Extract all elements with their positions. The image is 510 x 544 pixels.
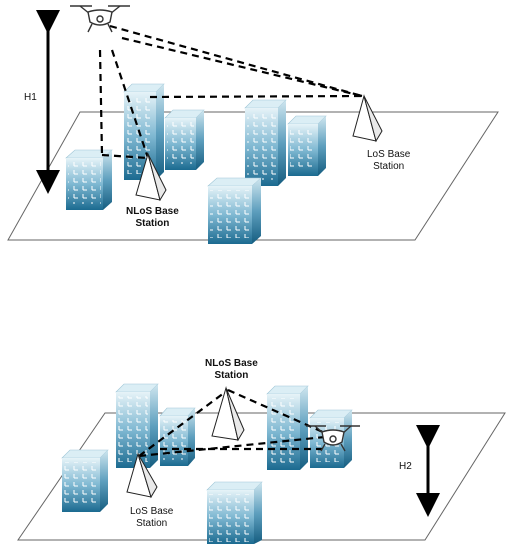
- bottom-los-base-station: [126, 452, 158, 499]
- bottom-building-mid: [159, 407, 196, 466]
- top-signal-paths: [98, 24, 363, 160]
- top-building-mid: [164, 109, 205, 170]
- top-nlos-label: NLoS Base Station: [126, 206, 179, 230]
- bottom-nlos-label-line1: NLoS Base: [205, 358, 258, 369]
- bottom-building-right-tall: [266, 385, 309, 470]
- top-scene: [7, 5, 499, 244]
- top-height-label: H1: [24, 92, 37, 103]
- top-building-right-tall: [244, 99, 287, 186]
- top-los-label: LoS Base Station: [367, 149, 410, 173]
- top-nlos-label-line1: NLoS Base: [126, 206, 179, 217]
- top-los-base-station: [352, 94, 383, 143]
- bottom-nlos-label-line2: Station: [214, 370, 249, 381]
- bottom-scene: [17, 383, 506, 544]
- top-los-label-line1: LoS Base: [367, 149, 411, 160]
- bottom-los-label-line2: Station: [136, 518, 168, 529]
- bottom-building-left: [61, 449, 109, 512]
- top-los-label-line2: Station: [373, 161, 405, 172]
- top-building-right: [287, 115, 327, 176]
- bottom-los-label: LoS Base Station: [130, 506, 173, 530]
- bottom-los-label-line1: LoS Base: [130, 506, 174, 517]
- top-drone-icon: [70, 5, 130, 33]
- bottom-building-tall: [115, 383, 159, 468]
- bottom-height-label: H2: [399, 461, 412, 472]
- bottom-nlos-label: NLoS Base Station: [205, 358, 258, 382]
- top-building-tall: [123, 83, 165, 180]
- bottom-building-front: [206, 481, 263, 544]
- top-building-left: [65, 149, 113, 210]
- bottom-nlos-base-station: [211, 386, 245, 442]
- top-nlos-label-line2: Station: [135, 218, 170, 229]
- bottom-drone-icon: [306, 425, 360, 452]
- top-nlos-base-station: [135, 152, 167, 202]
- top-building-front: [207, 177, 262, 244]
